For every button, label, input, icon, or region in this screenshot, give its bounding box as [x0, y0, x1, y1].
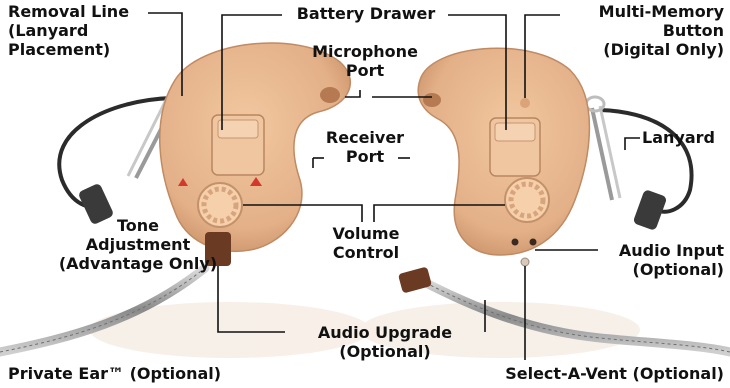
multi-memory-text-3: (Digital Only) — [560, 40, 724, 59]
earpiece-right — [398, 48, 590, 293]
audio-input-text-1: Audio Input — [590, 241, 724, 260]
tone-adjustment-text-3: (Advantage Only) — [58, 254, 218, 273]
audio-input-port — [512, 239, 519, 246]
lanyard-text: Lanyard — [642, 128, 715, 147]
label-receiver-port: Receiver Port — [318, 128, 412, 166]
label-volume-control: Volume Control — [320, 224, 412, 262]
microphone-port-right — [423, 93, 441, 107]
multi-memory-text-2: Button — [560, 21, 724, 40]
audio-upgrade-connector-right — [398, 266, 432, 293]
multi-memory-text-1: Multi-Memory — [560, 2, 724, 21]
receiver-port-text-2: Port — [318, 147, 412, 166]
removal-line-text-2: (Lanyard — [8, 21, 129, 40]
tone-adjustment-text-2: Adjustment — [58, 235, 218, 254]
audio-upgrade-text-2: (Optional) — [285, 342, 485, 361]
label-removal-line: Removal Line (Lanyard Placement) — [8, 2, 129, 59]
label-microphone-port: Microphone Port — [300, 42, 430, 80]
battery-drawer-text: Battery Drawer — [285, 4, 447, 23]
label-lanyard: Lanyard — [642, 128, 715, 147]
label-audio-upgrade: Audio Upgrade (Optional) — [285, 323, 485, 361]
receiver-port-text-1: Receiver — [318, 128, 412, 147]
microphone-port-left — [320, 87, 340, 103]
removal-line-text-1: Removal Line — [8, 2, 129, 21]
label-multi-memory: Multi-Memory Button (Digital Only) — [560, 2, 724, 59]
label-audio-input: Audio Input (Optional) — [590, 241, 724, 279]
removal-line-text-3: Placement) — [8, 40, 129, 59]
label-select-a-vent: Select-A-Vent (Optional) — [478, 364, 724, 383]
lanyard-right — [586, 97, 692, 231]
select-a-vent-text: Select-A-Vent (Optional) — [478, 364, 724, 383]
tone-adjustment-text-1: Tone — [58, 216, 218, 235]
select-a-vent — [521, 258, 529, 266]
audio-upgrade-text-1: Audio Upgrade — [285, 323, 485, 342]
microphone-port-text-1: Microphone — [300, 42, 430, 61]
microphone-port-text-2: Port — [300, 61, 430, 80]
audio-input-text-2: (Optional) — [590, 260, 724, 279]
label-private-ear: Private Ear™ (Optional) — [8, 364, 221, 383]
private-ear-text: Private Ear™ (Optional) — [8, 364, 221, 383]
label-tone-adjustment: Tone Adjustment (Advantage Only) — [58, 216, 218, 273]
label-battery-drawer: Battery Drawer — [285, 4, 447, 23]
multi-memory-button — [520, 98, 530, 108]
volume-control-text-2: Control — [320, 243, 412, 262]
volume-control-text-1: Volume — [320, 224, 412, 243]
